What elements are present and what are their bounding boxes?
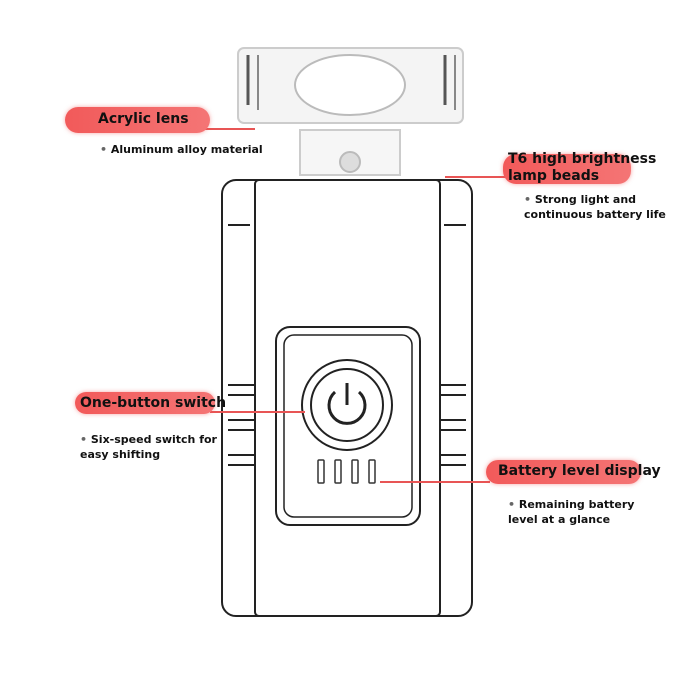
lamp-head [237,47,464,176]
callout-pill-beads [503,154,631,184]
switch-title: One-button switch [80,395,227,411]
battery-bar [351,459,359,484]
lens-title: Acrylic lens [98,111,189,127]
battery-level-indicator [317,459,376,484]
callout-pill-battery [486,460,641,484]
callout-pill-switch [75,392,215,414]
battery-detail: Remaining battery level at a glance [508,497,638,527]
lens-detail: Aluminum alloy material [100,142,263,157]
callout-pill-lens [65,107,210,133]
battery-bar [317,459,325,484]
beads-detail: Strong light and continuous battery life [524,192,700,222]
power-button-icon [301,359,393,451]
battery-bar [334,459,342,484]
leader-lines [205,128,510,483]
beads-title: T6 high brightness lamp beads [508,151,657,184]
battery-bar [368,459,376,484]
switch-detail: Six-speed switch for easy shifting [80,432,230,462]
battery-title: Battery level display [498,463,661,479]
